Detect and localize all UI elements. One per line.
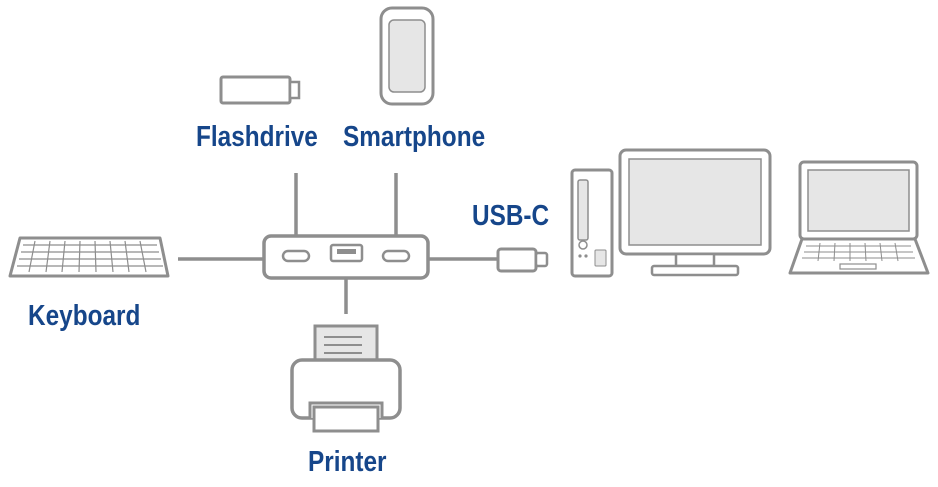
laptop-icon [788,160,930,275]
printer-label: Printer [308,446,387,478]
smartphone-label: Smartphone [343,121,486,153]
hub-port-left [281,249,311,263]
hub-port-right [381,249,411,263]
desktop-tower-icon [570,168,614,278]
flashdrive-icon [219,75,301,105]
usb-c-label: USB-C [472,200,550,232]
keyboard-label: Keyboard [28,300,141,332]
usb-c-plug-icon [496,247,549,273]
printer-icon [290,324,402,433]
smartphone-icon [379,6,435,106]
flashdrive-label: Flashdrive [196,121,318,153]
usb-hub [262,234,430,280]
keyboard-icon [8,236,170,278]
monitor-icon [618,148,772,277]
